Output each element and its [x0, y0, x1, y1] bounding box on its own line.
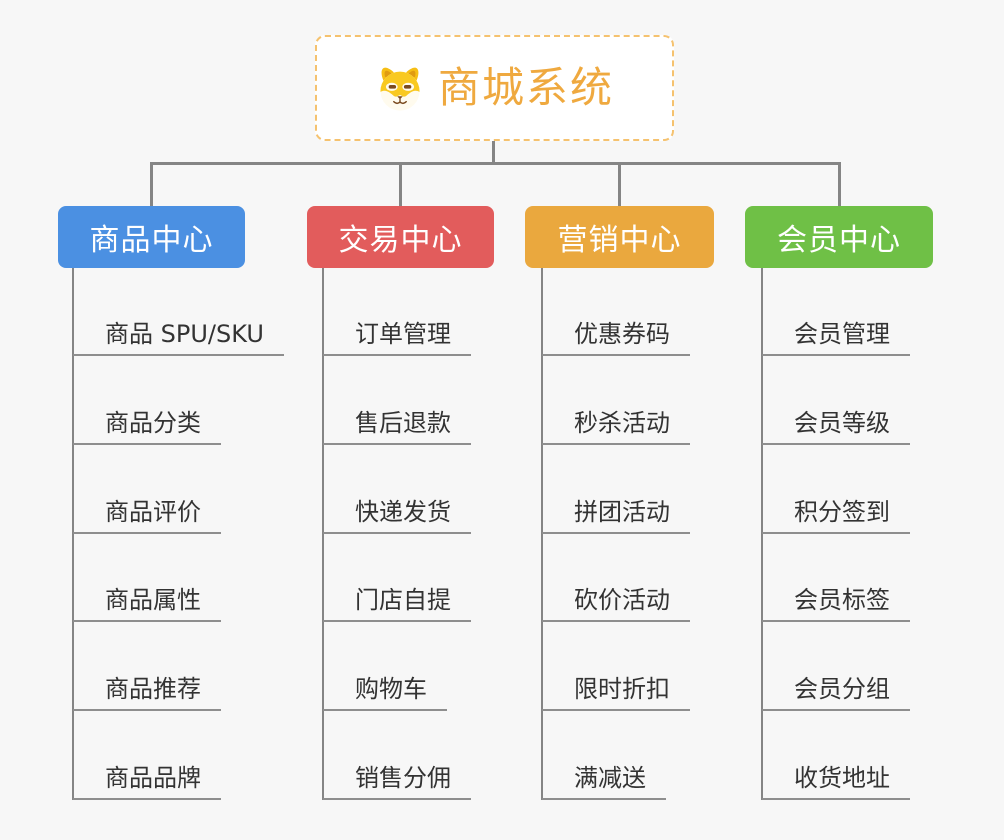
branch-node-product[interactable]: 商品中心 — [58, 206, 245, 268]
leaf-node[interactable]: 商品分类 — [73, 408, 221, 445]
leaf-node[interactable]: 销售分佣 — [323, 763, 471, 800]
leaf-node[interactable]: 会员等级 — [762, 408, 910, 445]
branch-node-marketing[interactable]: 营销中心 — [525, 206, 714, 268]
tree-trunk-line — [541, 268, 543, 800]
leaf-node[interactable]: 砍价活动 — [542, 585, 690, 622]
leaf-node[interactable]: 商品 SPU/SKU — [73, 319, 284, 356]
branch-node-trade[interactable]: 交易中心 — [307, 206, 494, 268]
tree-trunk-line — [72, 268, 74, 800]
leaf-node[interactable]: 积分签到 — [762, 497, 910, 534]
branch-node-member[interactable]: 会员中心 — [745, 206, 933, 268]
root-connector-line — [492, 140, 495, 164]
leaf-node[interactable]: 满减送 — [542, 763, 666, 800]
leaf-node[interactable]: 订单管理 — [323, 319, 471, 356]
root-node[interactable]: 商城系统 — [315, 35, 674, 141]
leaf-node[interactable]: 收货地址 — [762, 763, 910, 800]
leaf-node[interactable]: 售后退款 — [323, 408, 471, 445]
tree-trunk-line — [322, 268, 324, 800]
leaf-node[interactable]: 购物车 — [323, 674, 447, 711]
leaf-node[interactable]: 商品品牌 — [73, 763, 221, 800]
leaf-node[interactable]: 会员分组 — [762, 674, 910, 711]
dog-face-icon — [375, 63, 425, 113]
leaf-node[interactable]: 会员标签 — [762, 585, 910, 622]
leaf-node[interactable]: 商品属性 — [73, 585, 221, 622]
branch-label: 交易中心 — [338, 223, 463, 258]
branch-connector-line — [618, 162, 621, 208]
branch-connector-line — [838, 162, 841, 208]
leaf-node[interactable]: 快递发货 — [323, 497, 471, 534]
branch-connector-line — [399, 162, 402, 208]
tree-trunk-line — [761, 268, 763, 800]
branch-label: 商品中心 — [89, 223, 214, 258]
leaf-node[interactable]: 商品评价 — [73, 497, 221, 534]
leaf-node[interactable]: 商品推荐 — [73, 674, 221, 711]
leaf-node[interactable]: 门店自提 — [323, 585, 471, 622]
leaf-node[interactable]: 拼团活动 — [542, 497, 690, 534]
leaf-node[interactable]: 优惠券码 — [542, 319, 690, 356]
leaf-node[interactable]: 限时折扣 — [542, 674, 690, 711]
branch-label: 营销中心 — [557, 223, 682, 258]
branch-connector-line — [150, 162, 153, 208]
root-title: 商城系统 — [437, 63, 614, 112]
branch-label: 会员中心 — [777, 223, 901, 258]
main-horizontal-line — [150, 162, 840, 165]
leaf-node[interactable]: 会员管理 — [762, 319, 910, 356]
leaf-node[interactable]: 秒杀活动 — [542, 408, 690, 445]
